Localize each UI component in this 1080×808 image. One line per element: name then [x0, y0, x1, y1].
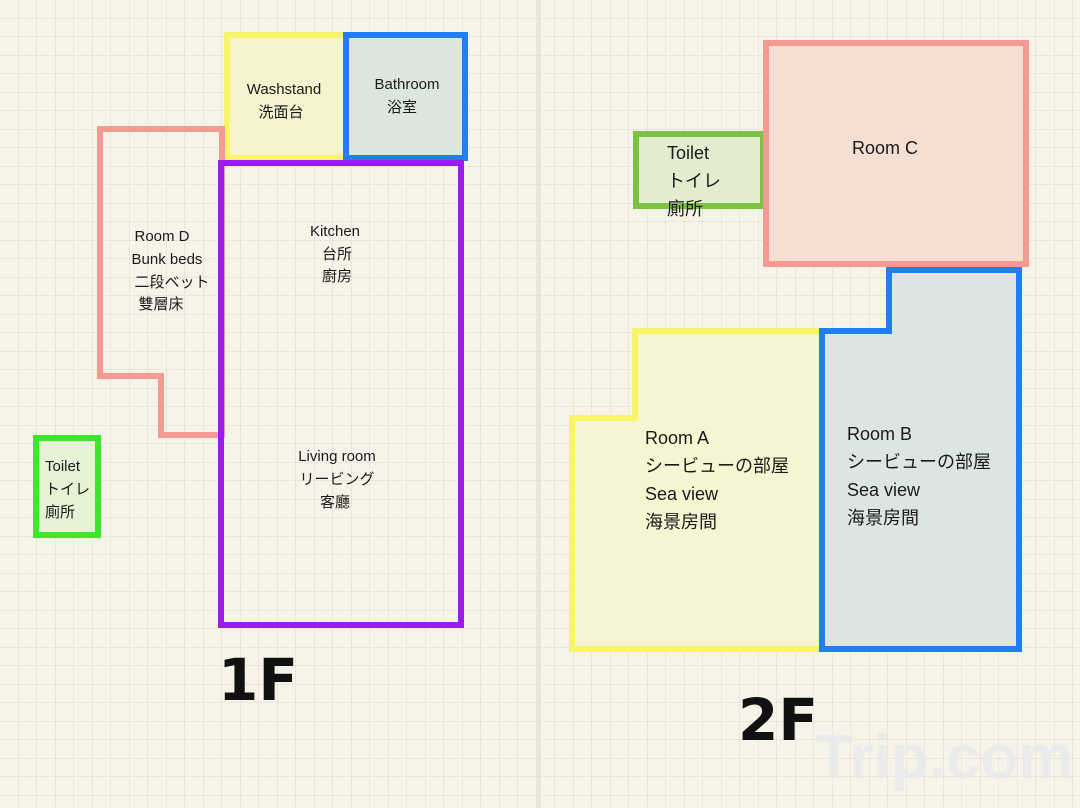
room-c-label: Room C [852, 138, 918, 158]
room-b-desc: Sea view [847, 480, 921, 500]
washstand-label-ja: 洗面台 [258, 104, 303, 121]
room-b-label: Room B [847, 424, 912, 444]
living-label-ja: リービング [299, 471, 374, 488]
room-d-desc-ja: 二段ベット [134, 274, 209, 291]
kitchen-living-room [218, 160, 464, 628]
living-label-zh: 客廳 [320, 493, 350, 511]
room-a-desc: Sea view [645, 484, 719, 504]
kitchen-label: Kitchen [310, 223, 360, 240]
room-a-label: Room A [645, 428, 709, 448]
room-a-desc-zh: 海景房間 [645, 512, 717, 532]
room-b [819, 267, 1022, 652]
room-d [97, 126, 225, 438]
room-d-label: Room D [134, 228, 189, 245]
trip-watermark: Trip.com [815, 723, 1073, 792]
floor-2f-label: 2F [738, 686, 818, 754]
toilet-1f-label-zh: 廁所 [45, 503, 75, 521]
bathroom-label-ja: 浴室 [387, 99, 417, 116]
toilet-2f [633, 131, 766, 209]
living-label: Living room [298, 448, 376, 465]
toilet-2f-label-zh: 廁所 [667, 198, 703, 219]
room-a-desc-ja: シービューの部屋 [645, 456, 789, 476]
kitchen-label-ja: 台所 [322, 246, 352, 263]
washstand-label: Washstand [247, 81, 321, 98]
toilet-1f [33, 435, 101, 538]
room-d-desc: Bunk beds [132, 251, 203, 268]
room-b-desc-zh: 海景房間 [847, 508, 919, 528]
toilet-1f-label-ja: トイレ [45, 481, 90, 498]
toilet-1f-label: Toilet [45, 458, 81, 475]
kitchen-label-zh: 廚房 [322, 267, 352, 285]
toilet-2f-label: Toilet [667, 143, 709, 163]
washstand-room [224, 32, 349, 161]
bathroom-label: Bathroom [374, 76, 439, 93]
room-b-desc-ja: シービューの部屋 [847, 452, 991, 472]
toilet-2f-label-ja: トイレ [667, 171, 721, 191]
bathroom-room [343, 32, 468, 161]
room-c [763, 40, 1029, 267]
room-d-desc-zh: 雙層床 [138, 296, 183, 313]
floor-1f-label: 1F [218, 646, 298, 714]
